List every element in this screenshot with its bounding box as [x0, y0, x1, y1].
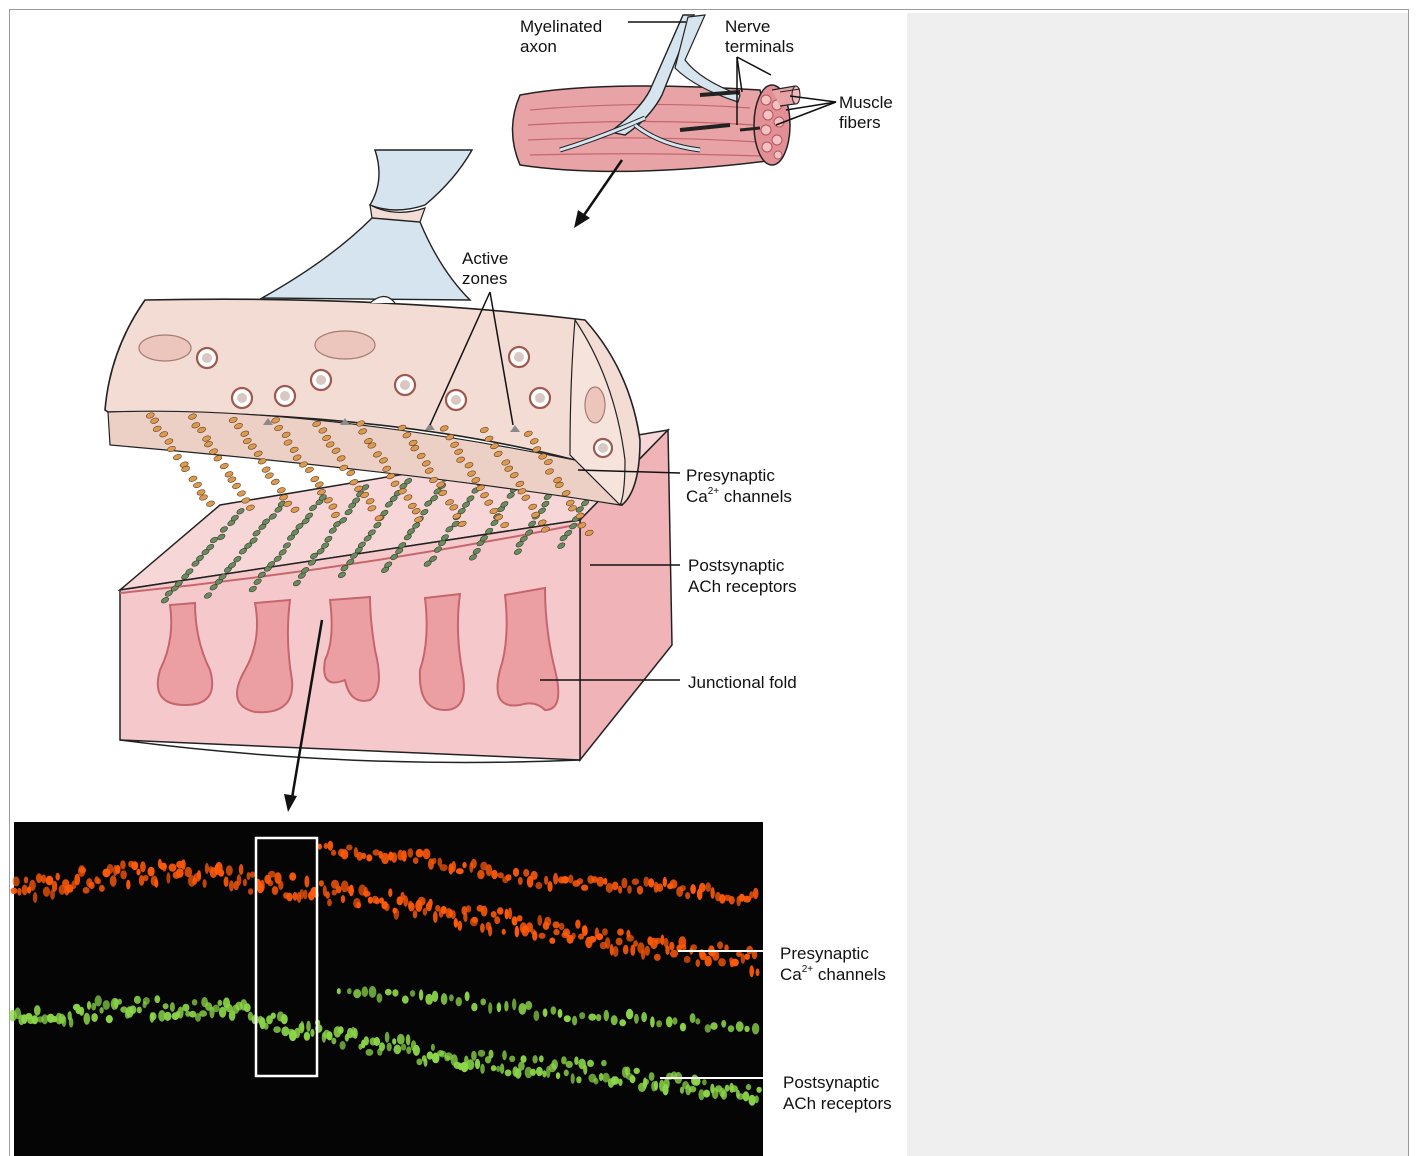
label-presynaptic-ca-1: Presynaptic: [686, 466, 775, 485]
label-postsynaptic-ach-1: Postsynaptic: [688, 556, 785, 575]
synapse-3d-illustration: [105, 150, 680, 812]
label-presynaptic-ca-2: Ca2+ channels: [686, 486, 792, 506]
label-muscle-fibers-1: Muscle: [839, 93, 893, 112]
label-micro-postsynaptic-ach-1: Postsynaptic: [783, 1073, 880, 1092]
label-nerve-terminals-1: Nerve: [725, 17, 770, 36]
label-nerve-terminals-2: terminals: [725, 37, 794, 56]
label-myelinated-axon-1: Myelinated: [520, 17, 602, 36]
label-micro-presynaptic-ca-2: Ca2+ channels: [780, 964, 886, 984]
label-muscle-fibers-2: fibers: [839, 113, 881, 132]
label-postsynaptic-ach-2: ACh receptors: [688, 577, 797, 596]
label-active-zones-1: Active: [462, 249, 508, 268]
label-micro-postsynaptic-ach-2: ACh receptors: [783, 1094, 892, 1113]
label-active-zones-2: zones: [462, 269, 507, 288]
fluorescence-micrograph: [9, 822, 780, 1156]
label-micro-presynaptic-ca-1: Presynaptic: [780, 944, 869, 963]
label-junctional-fold: Junctional fold: [688, 673, 797, 692]
label-myelinated-axon-2: axon: [520, 37, 557, 56]
